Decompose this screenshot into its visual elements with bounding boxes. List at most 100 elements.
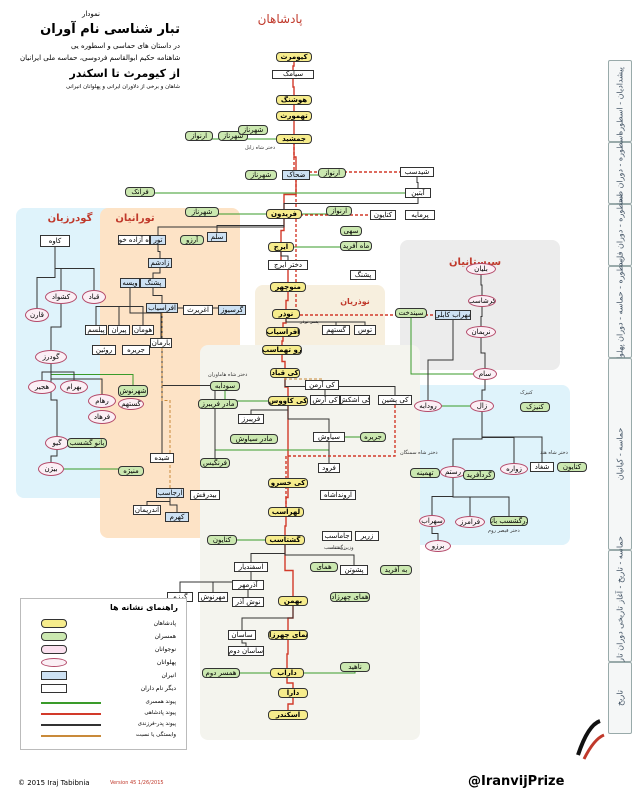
node-bahman: بهمن: [278, 596, 308, 606]
node-bolian: بلیان: [466, 263, 496, 275]
kingship-link: [281, 337, 284, 345]
node-rudabeh: رودابه: [414, 400, 442, 412]
node-darab: داراب: [270, 668, 304, 678]
node-barzu: برزو: [425, 540, 451, 552]
node-bidarafsh: بیدرفش: [190, 490, 220, 500]
node-arzo: آرزو: [180, 235, 204, 245]
node-jamasb: جاماسب: [322, 531, 352, 541]
node-zav: زو تهماسب: [262, 345, 302, 355]
node-nariman: نریمان: [466, 326, 496, 338]
lineage-link: [50, 304, 62, 350]
node-kay-pashin: کی پشین: [378, 395, 412, 405]
node-kay-khosrow: کی خسرو: [268, 478, 308, 488]
node-katayun1: کتایون: [370, 210, 396, 220]
affinity-link: [161, 313, 171, 488]
node-naheed: ناهید: [340, 662, 370, 672]
range-line: از کیومرث تا اسکندر: [69, 67, 180, 80]
kingship-link: [284, 545, 294, 596]
node-forud: فرود: [318, 463, 340, 473]
node-arvandshah: ارونداشاه: [320, 490, 356, 500]
brand-logo-icon: [570, 715, 610, 765]
node-fereydun: فریدون: [266, 209, 302, 219]
node-sindokht: سیندخت: [395, 308, 427, 318]
lineage-link: [284, 545, 355, 565]
node-faranak: فرانک: [125, 187, 155, 197]
node-mah-azadeh: ماه آزاده خوی: [118, 235, 150, 245]
node-zadshem: زادشم: [148, 258, 172, 268]
node-nowzar: نوذر: [272, 309, 300, 319]
node-tus: توس: [354, 325, 376, 335]
node-shahrnaz1: شهرناز: [218, 131, 248, 141]
kingship-link: [292, 79, 295, 95]
lineage-link: [280, 252, 289, 260]
node-zavareh: زواره: [500, 463, 528, 475]
copyright: © 2015 Iraj Tabibnia: [18, 779, 90, 787]
lineage-link: [146, 498, 171, 505]
node-bizhan: بیژن: [38, 462, 64, 476]
node-arnavaz1: ارنواز: [185, 131, 213, 141]
kingship-link: [286, 640, 289, 668]
node-roham: رهام: [88, 394, 116, 408]
legend-swatch: [41, 684, 67, 693]
node-azadmehr: آذرمهر: [232, 580, 264, 590]
node-sasan2: ساسان دوم: [228, 646, 264, 656]
node-lohrasb: لهراسب: [268, 507, 304, 517]
node-garshasb: گرشاسب: [468, 295, 496, 307]
kingship-link: [284, 517, 287, 535]
kings-heading: پادشاهان: [257, 12, 303, 26]
node-vise: ویسه: [120, 278, 140, 288]
lineage-link: [481, 412, 543, 462]
node-hushang: هوشنگ: [276, 95, 312, 105]
lineage-link: [452, 478, 510, 516]
node-mahafarid: ماه آفرید: [340, 241, 372, 251]
lineage-link: [285, 319, 366, 325]
region-label-goodarzian: گودرزیان: [47, 213, 93, 224]
legend-title: راهنمای نشانه ها: [110, 603, 178, 612]
legend-line-label: پیوند پادشاهی: [144, 710, 176, 716]
page-subtitle: در داستان های حماسی و اسطوره یی: [70, 42, 180, 50]
legend-label: پادشاهان: [153, 620, 176, 627]
lineage-link: [169, 498, 178, 512]
version: Version 45 1/26/2015: [110, 780, 164, 786]
node-homay-chehrzad-w: همای چهرزاد: [330, 592, 370, 602]
affinity-link: [284, 378, 323, 380]
region-label-turanian: تورانیان: [115, 213, 155, 224]
node-shahrnaz3: شهرناز: [185, 207, 219, 217]
kingship-link: [286, 678, 294, 688]
marriage-link: [214, 442, 330, 458]
node-tur: تور: [150, 235, 166, 245]
note-jamasb-note: وزیر گشتاسب: [324, 545, 354, 551]
node-homayun: همسر دوم: [202, 668, 240, 678]
era-history-start: حماسه - تاریخ - آغاز تاریخی دوران تاریخی: [608, 536, 632, 676]
era-history: تاریخ: [608, 662, 632, 734]
note-kay-qobad-note: دختر شاه هاماوران: [208, 372, 248, 378]
node-fariborz: فریبرز: [238, 414, 264, 424]
lineage-link: [481, 380, 486, 400]
era-pahlavani: اسطوره - حماسه - دوران پهلوانی: [608, 256, 632, 368]
node-afrasiab: افراسیاب: [146, 303, 178, 313]
page-title: تبار شناسی نام آوران: [40, 22, 180, 37]
note-jamshid-wife: دختر شاه زابل: [245, 145, 276, 151]
legend-line: [41, 702, 101, 704]
node-zal: زال: [470, 400, 494, 412]
lineage-link: [241, 640, 247, 646]
node-kavah: کاوه: [40, 235, 70, 247]
kingship-link: [283, 180, 297, 209]
lineage-link: [50, 364, 75, 380]
node-azargoshasb2: آذرگشسب بانو: [490, 516, 528, 526]
node-kay-ashkash: کی اشکش: [340, 395, 370, 405]
kingship-link: [281, 355, 286, 368]
legend-line-label: پیوند پدر-فرزندی: [137, 721, 176, 727]
node-shaghad: شغاد: [530, 462, 554, 472]
node-madar-siavosh: مادر سیاوش: [230, 434, 278, 444]
node-homay1: همای: [310, 562, 338, 572]
node-sasan: ساسان: [228, 630, 256, 640]
lineage-link: [129, 288, 162, 338]
legend-label: پهلوانان: [156, 659, 176, 666]
node-faramarz: فرامرز: [455, 516, 485, 528]
node-mehrnush: مهرنوش: [198, 592, 228, 602]
node-kay-arash: کی آرش: [310, 395, 340, 405]
node-jarireh: جریره: [122, 345, 150, 355]
node-biramaya: پرمایه: [405, 210, 435, 220]
era-zahhak: اسطوره - دوران ضحاک: [608, 133, 632, 213]
